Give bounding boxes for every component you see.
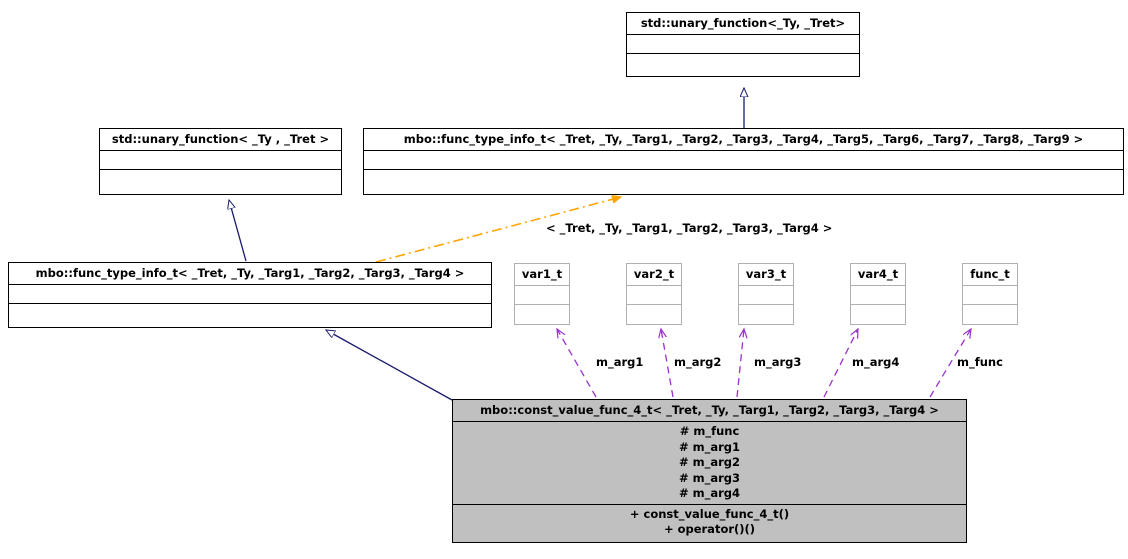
edge-label-m-arg4: m_arg4 <box>852 355 900 369</box>
class-attributes-func-type-info-t-4 <box>9 284 491 303</box>
operation-call-operator: + operator()() <box>663 522 756 536</box>
class-operations-func-type-info-t-9 <box>364 169 1123 188</box>
class-operations-func-type-info-t-4 <box>9 303 491 322</box>
class-title-func-type-info-t-4: mbo::func_type_info_t< _Tret, _Ty, _Targ… <box>35 266 465 280</box>
class-box-var2-t[interactable]: var2_t <box>626 263 682 325</box>
edge-label-m-arg2: m_arg2 <box>674 355 722 369</box>
class-attributes-std-unary-function-top <box>627 34 859 53</box>
class-attributes-var4-t <box>851 285 905 304</box>
class-box-var1-t[interactable]: var1_t <box>514 263 570 325</box>
edge-label-m-arg1: m_arg1 <box>596 355 644 369</box>
class-attributes-const-value-func-4-t: # m_func # m_arg1 # m_arg2 # m_arg3 # m_… <box>453 421 966 504</box>
inheritance-edge-constvaluefunc4t-to-functypeinfo4 <box>326 330 453 401</box>
class-attributes-var3-t <box>739 285 793 304</box>
class-title-func-type-info-t-9: mbo::func_type_info_t< _Tret, _Ty, _Targ… <box>403 132 1084 146</box>
attribute-m-arg1: # m_arg1 <box>678 439 741 454</box>
attribute-m-arg2: # m_arg2 <box>678 455 741 469</box>
attribute-m-arg3: # m_arg3 <box>678 470 741 485</box>
class-box-var4-t[interactable]: var4_t <box>850 263 906 325</box>
class-operations-var4-t <box>851 304 905 323</box>
edge-label-template-binding: < _Tret, _Ty, _Targ1, _Targ2, _Targ3, _T… <box>546 221 833 235</box>
operation-constructor: + const_value_func_4_t() <box>629 506 790 521</box>
class-title-var3-t: var3_t <box>745 267 787 281</box>
usage-edge-marg2-to-var2t <box>661 329 674 398</box>
class-title-std-unary-function-left: std::unary_function< _Ty , _Tret > <box>111 132 330 146</box>
class-box-std-unary-function-top[interactable]: std::unary_function<_Ty, _Tret> <box>626 12 860 77</box>
class-operations-std-unary-function-top <box>627 53 859 72</box>
class-attributes-func-type-info-t-9 <box>364 150 1123 169</box>
class-box-const-value-func-4-t[interactable]: mbo::const_value_func_4_t< _Tret, _Ty, _… <box>452 399 967 543</box>
class-box-func-t[interactable]: func_t <box>962 263 1018 325</box>
class-operations-var1-t <box>515 304 569 323</box>
attribute-m-arg4: # m_arg4 <box>678 486 741 500</box>
inheritance-edge-functypeinfo4-to-stdunaryfunction-left <box>229 200 247 262</box>
class-title-var4-t: var4_t <box>857 267 899 281</box>
class-title-const-value-func-4-t: mbo::const_value_func_4_t< _Tret, _Ty, _… <box>480 403 939 417</box>
class-title-func-t: func_t <box>970 267 1010 281</box>
class-title-var2-t: var2_t <box>633 267 675 281</box>
class-title-std-unary-function-top: std::unary_function<_Ty, _Tret> <box>640 16 846 30</box>
edge-label-m-func: m_func <box>957 355 1003 369</box>
class-box-func-type-info-t-4[interactable]: mbo::func_type_info_t< _Tret, _Ty, _Targ… <box>8 262 492 328</box>
class-operations-var3-t <box>739 304 793 323</box>
class-attributes-std-unary-function-left <box>100 150 341 169</box>
class-box-std-unary-function-left[interactable]: std::unary_function< _Ty , _Tret > <box>99 128 342 195</box>
class-title-var1-t: var1_t <box>521 267 563 281</box>
class-attributes-var2-t <box>627 285 681 304</box>
attribute-m-func: # m_func <box>679 424 740 438</box>
usage-edge-marg1-to-var1t <box>557 329 597 398</box>
class-operations-var2-t <box>627 304 681 323</box>
usage-edge-marg3-to-var3t <box>736 329 744 398</box>
class-operations-std-unary-function-left <box>100 169 341 188</box>
class-operations-const-value-func-4-t: + const_value_func_4_t() + operator()() <box>453 503 966 540</box>
class-attributes-var1-t <box>515 285 569 304</box>
class-operations-func-t <box>963 304 1017 323</box>
class-box-var3-t[interactable]: var3_t <box>738 263 794 325</box>
edge-label-m-arg3: m_arg3 <box>754 355 802 369</box>
class-box-func-type-info-t-9[interactable]: mbo::func_type_info_t< _Tret, _Ty, _Targ… <box>363 128 1124 195</box>
class-attributes-func-t <box>963 285 1017 304</box>
